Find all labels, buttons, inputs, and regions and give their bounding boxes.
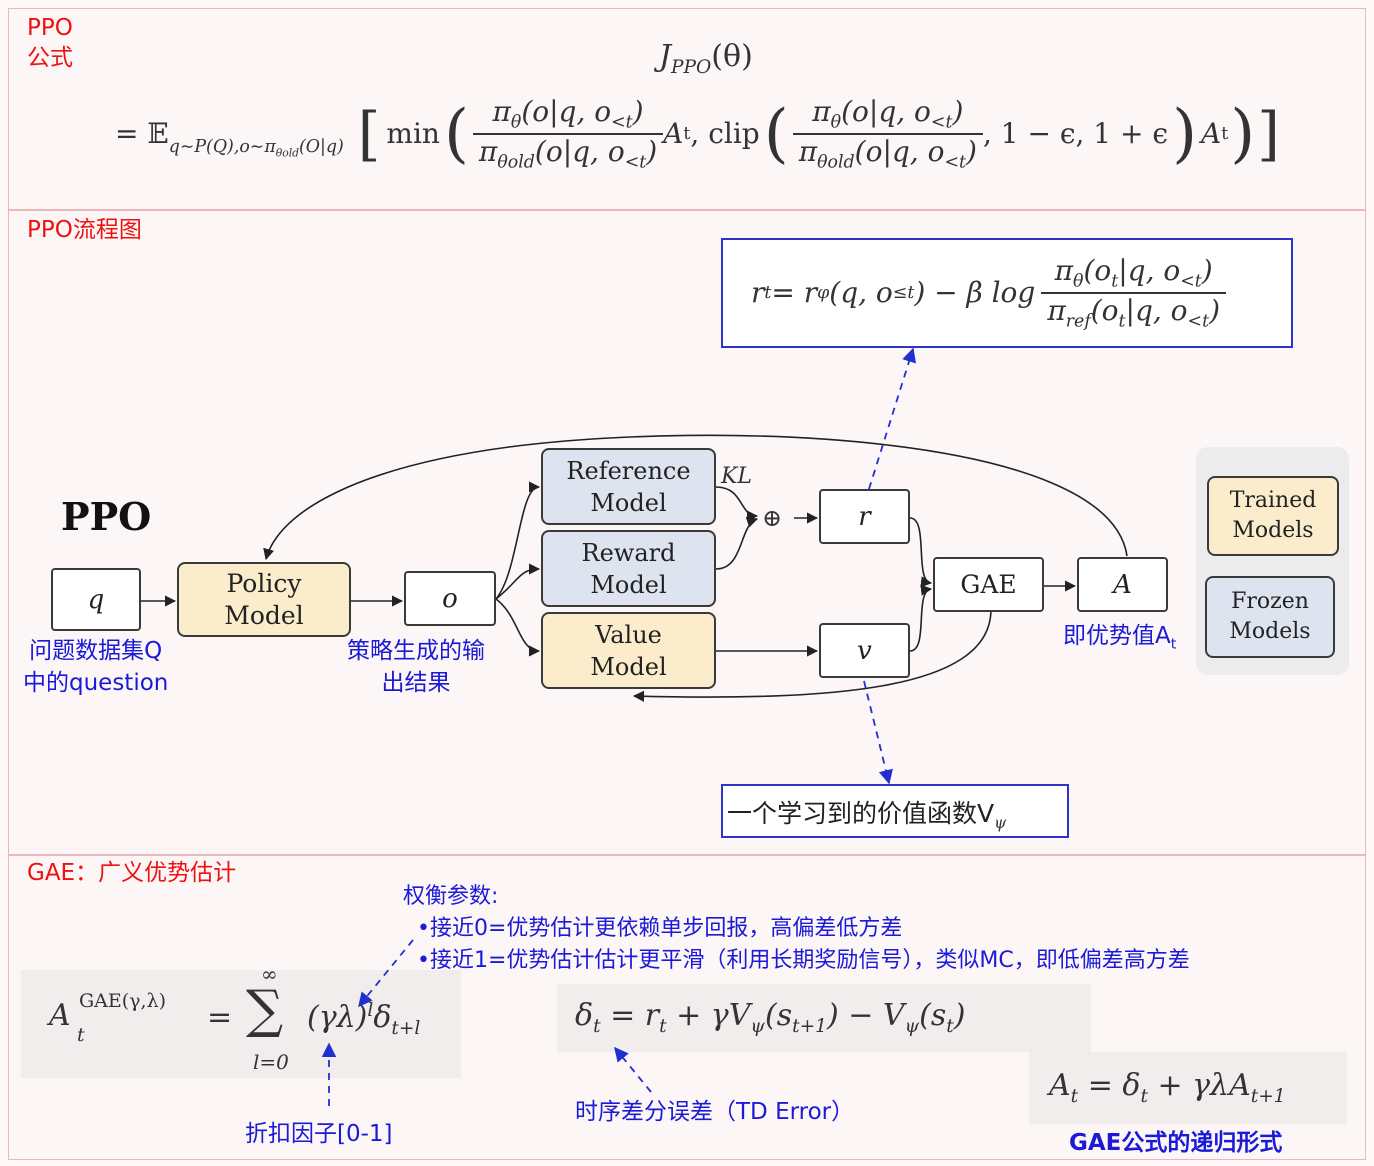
A-annotation: 即优势值At	[1063, 623, 1177, 653]
node-reward-model: Reward Model	[541, 530, 716, 607]
arrow-o-reference	[495, 481, 541, 600]
diagram-title: PPO	[61, 494, 152, 539]
objective-rhs: = 𝔼 q∼P(Q),o∼πθold(O|q) [ min ( πθ(o|q, …	[115, 95, 1280, 173]
oplus-icon: ⊕	[762, 504, 783, 532]
node-policy-model: Policy Model	[177, 562, 351, 637]
recursive-annotation: GAE公式的递归形式	[1069, 1130, 1283, 1156]
v-annotation: 一个学习到的价值函数Vψ	[727, 799, 1007, 832]
arrow-gae-value	[632, 610, 992, 702]
arrow-o-value	[495, 598, 541, 657]
ratio-fraction-1: πθ(o|q, o<t) πθold(o|q, o<t)	[472, 95, 664, 172]
o-annotation: 策略生成的输 出结果	[347, 638, 485, 696]
sum-symbol: ∑	[246, 980, 284, 1040]
gae-formula-bg	[21, 970, 461, 1078]
node-reference-model: Reference Model	[541, 448, 716, 525]
flowchart-connectors	[141, 347, 1128, 785]
arrow-A-policy	[263, 434, 1128, 561]
gae-body: (γλ)lδt+l	[307, 1000, 421, 1039]
dashed-v-note	[863, 680, 893, 785]
section-title-ppo-flowchart: PPO流程图	[27, 217, 142, 243]
section-title-ppo-formula: PPO 公式	[27, 15, 73, 71]
td-annotation: 时序差分误差（TD Error）	[575, 1099, 855, 1125]
td-formula: δt = rt + γVψ(st+1) − Vψ(st)	[575, 998, 966, 1037]
gae-panel: GAE：广义优势估计 权衡参数: •接近0=优势估计更依赖单步回报，高偏差低方差…	[8, 855, 1366, 1160]
node-value-model: Value Model	[541, 612, 716, 689]
sum-top: ∞	[261, 962, 278, 986]
gae-lhs-sub: t	[77, 1024, 85, 1046]
recursive-formula: At = δt + γλAt+1	[1049, 1068, 1286, 1107]
q-annotation: 问题数据集Q 中的question	[23, 638, 169, 696]
node-o: o	[404, 571, 496, 626]
value-function-note-box: 一个学习到的价值函数Vψ	[721, 784, 1069, 838]
arrow-reward-oplus	[715, 516, 759, 570]
kl-label: KL	[721, 464, 753, 489]
recursive-formula-bg	[1029, 1052, 1347, 1124]
dashed-td-delta	[614, 1046, 652, 1093]
ppo-formula-panel: PPO 公式 JPPO(θ) = 𝔼 q∼P(Q),o∼πθold(O|q) […	[8, 8, 1366, 210]
dashed-r-formula	[868, 347, 916, 490]
arrow-r-gae	[909, 517, 933, 588]
objective-lhs: JPPO(θ)	[659, 39, 753, 78]
node-r: r	[819, 489, 910, 544]
node-q: q	[51, 568, 141, 631]
ratio-fraction-2: πθ(o|q, o<t) πθold(o|q, o<t)	[792, 95, 983, 172]
node-A: A	[1077, 557, 1168, 612]
sum-bottom: l=0	[253, 1050, 289, 1074]
gae-eq: =	[207, 1000, 233, 1035]
tradeoff-item-1: •接近0=优势估计更依赖单步回报，高偏差低方差	[417, 916, 903, 941]
td-formula-bg	[557, 984, 1091, 1052]
gae-annotation-arrows	[321, 939, 652, 1106]
legend-trained-models: Trained Models	[1207, 476, 1339, 556]
node-v: v	[819, 623, 910, 678]
discount-annotation: 折扣因子[0-1]	[245, 1121, 393, 1147]
legend-frozen-models: Frozen Models	[1205, 576, 1335, 658]
dashed-tradeoff-lambda	[358, 939, 414, 1008]
section-title-gae: GAE：广义优势估计	[27, 860, 237, 886]
gae-lhs: A	[49, 998, 71, 1033]
tradeoff-item-2: •接近1=优势估计估计更平滑（利用长期奖励信号），类似MC，即低偏差高方差	[417, 948, 1190, 973]
tradeoff-title: 权衡参数:	[403, 884, 499, 909]
arrow-o-reward	[495, 563, 541, 600]
arrow-v-gae	[909, 584, 933, 652]
node-gae: GAE	[933, 557, 1044, 612]
arrow-reference-oplus	[715, 486, 759, 522]
gae-lhs-sup: GAE(γ,λ)	[79, 990, 167, 1012]
